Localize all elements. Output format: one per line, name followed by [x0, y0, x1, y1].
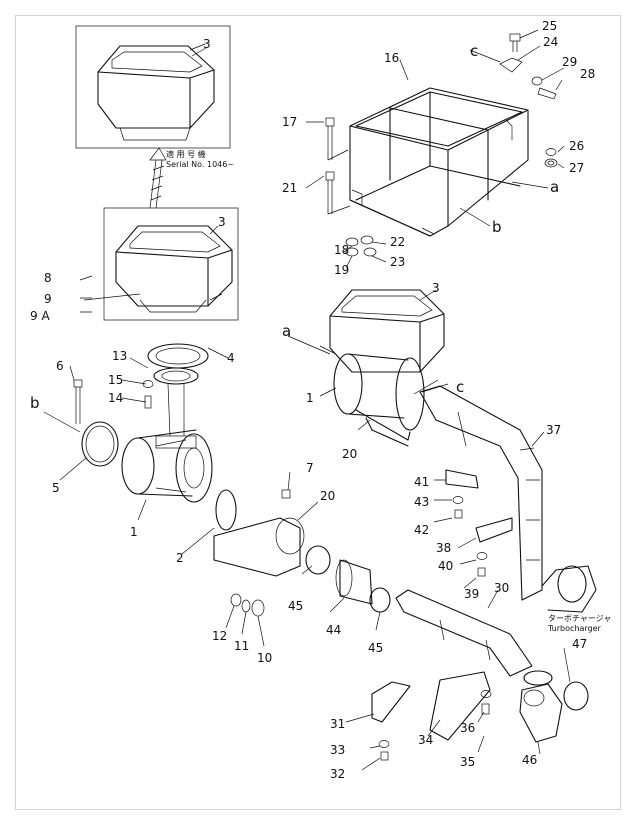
turbocharger-en: Turbocharger	[547, 624, 602, 633]
inset-note-serial: Serial No. 1046~	[166, 160, 234, 169]
part-label: 12	[212, 629, 227, 643]
air-cleaner-body	[73, 343, 305, 617]
turbocharger-jp: ターボチャージャ	[548, 614, 611, 623]
reference-letters: b a c c a b	[30, 42, 559, 412]
part-label: 19	[334, 263, 349, 277]
part-label: 47	[572, 637, 587, 651]
ref-letter: c	[456, 378, 464, 396]
part-label: 1	[306, 391, 314, 405]
part-label: 44	[326, 623, 341, 637]
part-labels: 3 3 3 4 5 6 7 8 9 9 A 10 11 12 13 14 15 …	[30, 19, 595, 781]
part-label: 24	[543, 35, 558, 49]
part-label: 38	[436, 541, 451, 555]
part-label: 10	[257, 651, 272, 665]
part-label: 45	[368, 641, 383, 655]
part-label: 42	[414, 523, 429, 537]
part-label: 4	[227, 351, 235, 365]
part-label: 3	[203, 37, 211, 51]
part-label: 28	[580, 67, 595, 81]
part-label: 6	[56, 359, 64, 373]
inset-note-jp: 適 用 号 機	[166, 149, 206, 159]
part-label: 41	[414, 475, 429, 489]
part-label: 2	[176, 551, 184, 565]
part-label: 18	[334, 243, 349, 257]
inset-arrow	[149, 147, 167, 209]
part-label: 34	[418, 733, 433, 747]
part-label: 29	[562, 55, 577, 69]
part-label: 3	[432, 281, 440, 295]
part-label: 7	[306, 461, 314, 475]
part-label: 20	[320, 489, 335, 503]
inset-middle	[83, 207, 239, 321]
part-label: 8	[44, 271, 52, 285]
part-label: 36	[460, 721, 475, 735]
part-label: 1	[130, 525, 138, 539]
ref-letter: c	[470, 42, 478, 60]
part-label: 40	[438, 559, 453, 573]
part-label: 5	[52, 481, 60, 495]
part-label: 43	[414, 495, 429, 509]
ref-letter: a	[282, 322, 291, 340]
turbocharger-caption: ターボチャージャ Turbocharger	[547, 614, 611, 633]
part-label: 30	[494, 581, 509, 595]
ref-letter: b	[30, 394, 40, 412]
part-label: 9	[44, 292, 52, 306]
part-label: 17	[282, 115, 297, 129]
part-label: 26	[569, 139, 584, 153]
part-label: 31	[330, 717, 345, 731]
part-label: 33	[330, 743, 345, 757]
part-label: 35	[460, 755, 475, 769]
part-label: 45	[288, 599, 303, 613]
mounting-frame	[349, 87, 529, 237]
part-label: 23	[390, 255, 405, 269]
ref-letter: a	[550, 178, 559, 196]
part-label: 37	[546, 423, 561, 437]
part-label: 25	[542, 19, 557, 33]
part-label: 32	[330, 767, 345, 781]
part-label: 39	[464, 587, 479, 601]
part-label: 20	[342, 447, 357, 461]
inset-top: 適 用 号 機 Serial No. 1046~	[75, 25, 234, 169]
ref-letter: b	[492, 218, 502, 236]
air-cleaner-assembly	[329, 289, 597, 613]
hose-assembly	[305, 469, 589, 761]
diagram-frame	[15, 15, 621, 810]
part-label: 27	[569, 161, 584, 175]
part-label: 11	[234, 639, 249, 653]
leader-lines	[43, 29, 571, 771]
part-label: 14	[108, 391, 123, 405]
part-label: 9 A	[30, 309, 50, 323]
part-label: 21	[282, 181, 297, 195]
part-label: 22	[390, 235, 405, 249]
part-label: 13	[112, 349, 127, 363]
part-label: 15	[108, 373, 123, 387]
part-label: 3	[218, 215, 226, 229]
part-label: 16	[384, 51, 399, 65]
part-label: 46	[522, 753, 537, 767]
